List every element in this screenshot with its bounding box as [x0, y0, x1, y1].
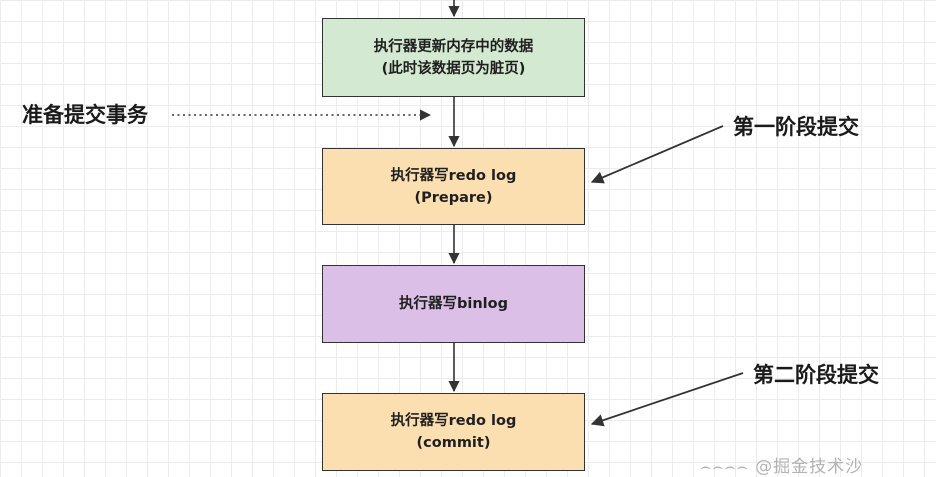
label-phase-two-commit: 第二阶段提交: [753, 363, 879, 387]
arrow-phase-one-pointer: [590, 125, 724, 184]
step-redo-log-prepare-line1: 执行器写redo log: [390, 167, 517, 184]
step-binlog: 执行器写binlog: [322, 265, 585, 343]
label-phase-one-commit: 第一阶段提交: [733, 115, 859, 139]
step-update-memory-line2: (此时该数据页为脏页): [381, 60, 526, 77]
step-redo-log-commit: 执行器写redo log (commit): [322, 393, 585, 471]
label-prepare-transaction: 准备提交事务: [22, 103, 148, 127]
step-redo-log-prepare-line2: (Prepare): [414, 189, 493, 206]
step-redo-log-prepare: 执行器写redo log (Prepare): [322, 148, 585, 225]
step-update-memory: 执行器更新内存中的数据 (此时该数据页为脏页): [322, 18, 585, 97]
watermark: ⌢⌢⌢⌢ @掘金技术沙: [700, 457, 864, 477]
arrow-phase-two-pointer: [590, 372, 744, 427]
step-binlog-line1: 执行器写binlog: [399, 296, 508, 312]
step-update-memory-line1: 执行器更新内存中的数据: [373, 38, 534, 55]
step-redo-log-commit-line1: 执行器写redo log: [390, 413, 517, 429]
step-redo-log-commit-line2: (commit): [416, 435, 491, 451]
